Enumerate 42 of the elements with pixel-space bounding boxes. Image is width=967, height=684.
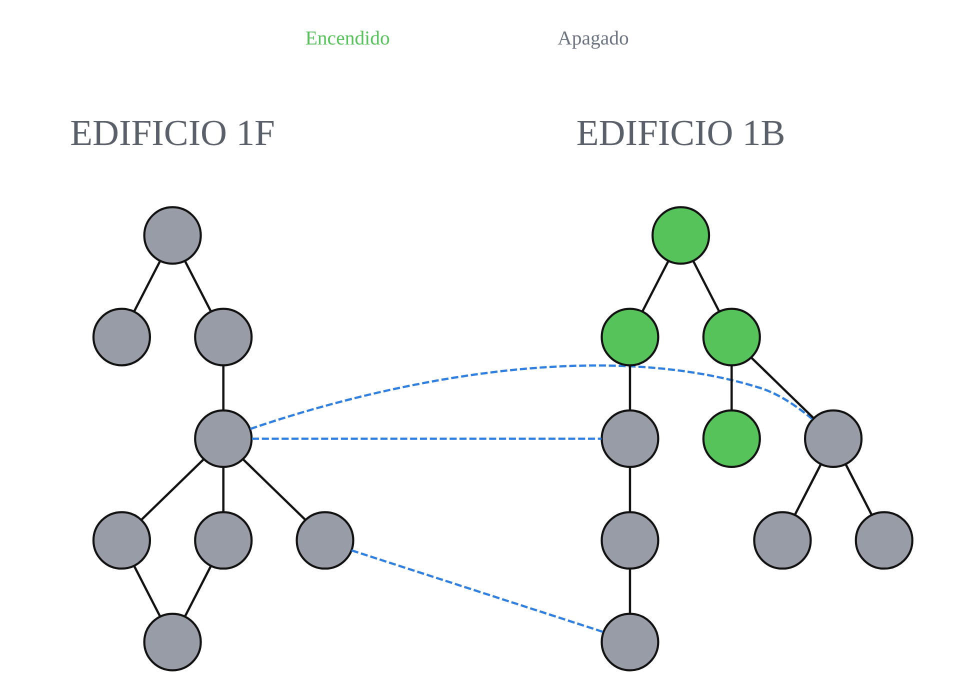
node-circle — [296, 511, 354, 570]
legend-label: Apagado — [558, 27, 629, 50]
node-circle — [600, 612, 660, 672]
node-circle — [92, 308, 151, 366]
node-circle — [753, 511, 812, 570]
label: EDIFICIO 1F — [70, 112, 275, 153]
legend-label: Encendido — [305, 27, 390, 50]
node-circle — [600, 308, 660, 366]
connector — [351, 549, 604, 634]
connector — [133, 566, 162, 617]
connector — [628, 467, 632, 512]
connector — [222, 365, 224, 410]
node-circle — [652, 206, 710, 265]
node-circle — [143, 612, 202, 672]
connector — [641, 260, 670, 312]
node-circle — [194, 511, 253, 570]
node-circle — [143, 206, 202, 265]
connector — [252, 438, 602, 440]
connector — [133, 260, 161, 312]
node-circle — [600, 409, 660, 468]
connector — [628, 568, 632, 614]
connector — [184, 566, 212, 617]
node-circle — [702, 308, 761, 366]
connector — [750, 356, 815, 420]
connector — [794, 464, 822, 516]
label: EDIFICIO 1B — [576, 112, 786, 153]
node-circle — [854, 511, 914, 570]
node-circle — [194, 409, 253, 468]
connector — [242, 458, 306, 521]
connector — [184, 260, 212, 312]
connector — [628, 365, 632, 410]
node-circle — [804, 409, 863, 468]
node-circle — [702, 409, 761, 468]
node-circle — [194, 308, 253, 366]
connector — [692, 260, 720, 312]
connector — [844, 464, 873, 516]
connector — [250, 364, 814, 430]
connector — [222, 467, 224, 512]
node-circle — [92, 511, 151, 570]
node-circle — [600, 511, 660, 570]
connector — [140, 458, 205, 521]
connector — [730, 365, 733, 410]
